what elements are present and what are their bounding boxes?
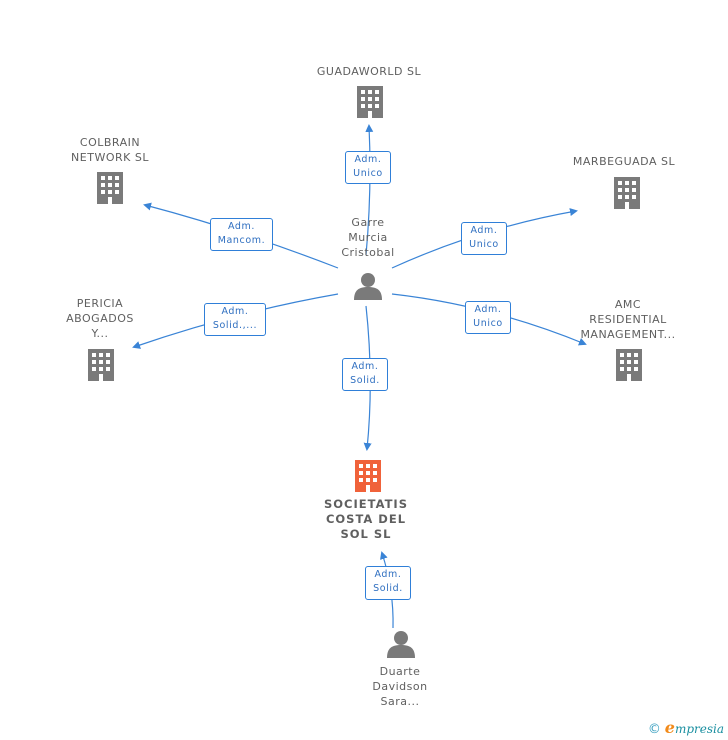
brand-name: mpresia bbox=[674, 722, 724, 736]
colbrain-label[interactable]: COLBRAIN NETWORK SL bbox=[71, 136, 149, 164]
guadaworld-building-icon[interactable] bbox=[357, 86, 383, 118]
center-person-label[interactable]: Garre Murcia Cristobal bbox=[341, 216, 395, 259]
amc-label[interactable]: AMC RESIDENTIAL MANAGEMENT... bbox=[580, 298, 676, 341]
pericia-building-icon[interactable] bbox=[88, 349, 114, 381]
main-company-building-icon[interactable] bbox=[355, 460, 381, 492]
brand-initial: e bbox=[664, 718, 675, 737]
relation-box-colbrain: Adm. Mancom. bbox=[210, 218, 273, 251]
relation-box-pericia: Adm. Solid.,... bbox=[204, 303, 266, 336]
marbeguada-label[interactable]: MARBEGUADA SL bbox=[572, 155, 676, 168]
bottom-person-label[interactable]: Duarte Davidson Sara... bbox=[372, 665, 428, 708]
amc-building-icon[interactable] bbox=[616, 349, 642, 381]
relation-box-amc: Adm. Unico bbox=[465, 301, 511, 334]
relation-box-bottom-person: Adm. Solid. bbox=[365, 566, 411, 600]
relation-box-marbeguada: Adm. Unico bbox=[461, 222, 507, 255]
copyright-symbol: © bbox=[647, 722, 661, 737]
marbeguada-building-icon[interactable] bbox=[614, 177, 640, 209]
main-company-label[interactable]: SOCIETATIS COSTA DEL SOL SL bbox=[324, 497, 408, 541]
center-person-icon[interactable] bbox=[354, 273, 382, 300]
relation-box-guadaworld: Adm. Unico bbox=[345, 151, 391, 184]
edge-to-guadaworld bbox=[365, 124, 374, 256]
empresia-logo: © empresia bbox=[648, 718, 724, 737]
relation-box-main-company: Adm. Solid. bbox=[342, 358, 388, 391]
pericia-label[interactable]: PERICIA ABOGADOS Y... bbox=[66, 297, 134, 340]
guadaworld-label[interactable]: GUADAWORLD SL bbox=[316, 65, 422, 78]
colbrain-building-icon[interactable] bbox=[97, 172, 123, 204]
bottom-person-icon[interactable] bbox=[387, 631, 415, 658]
